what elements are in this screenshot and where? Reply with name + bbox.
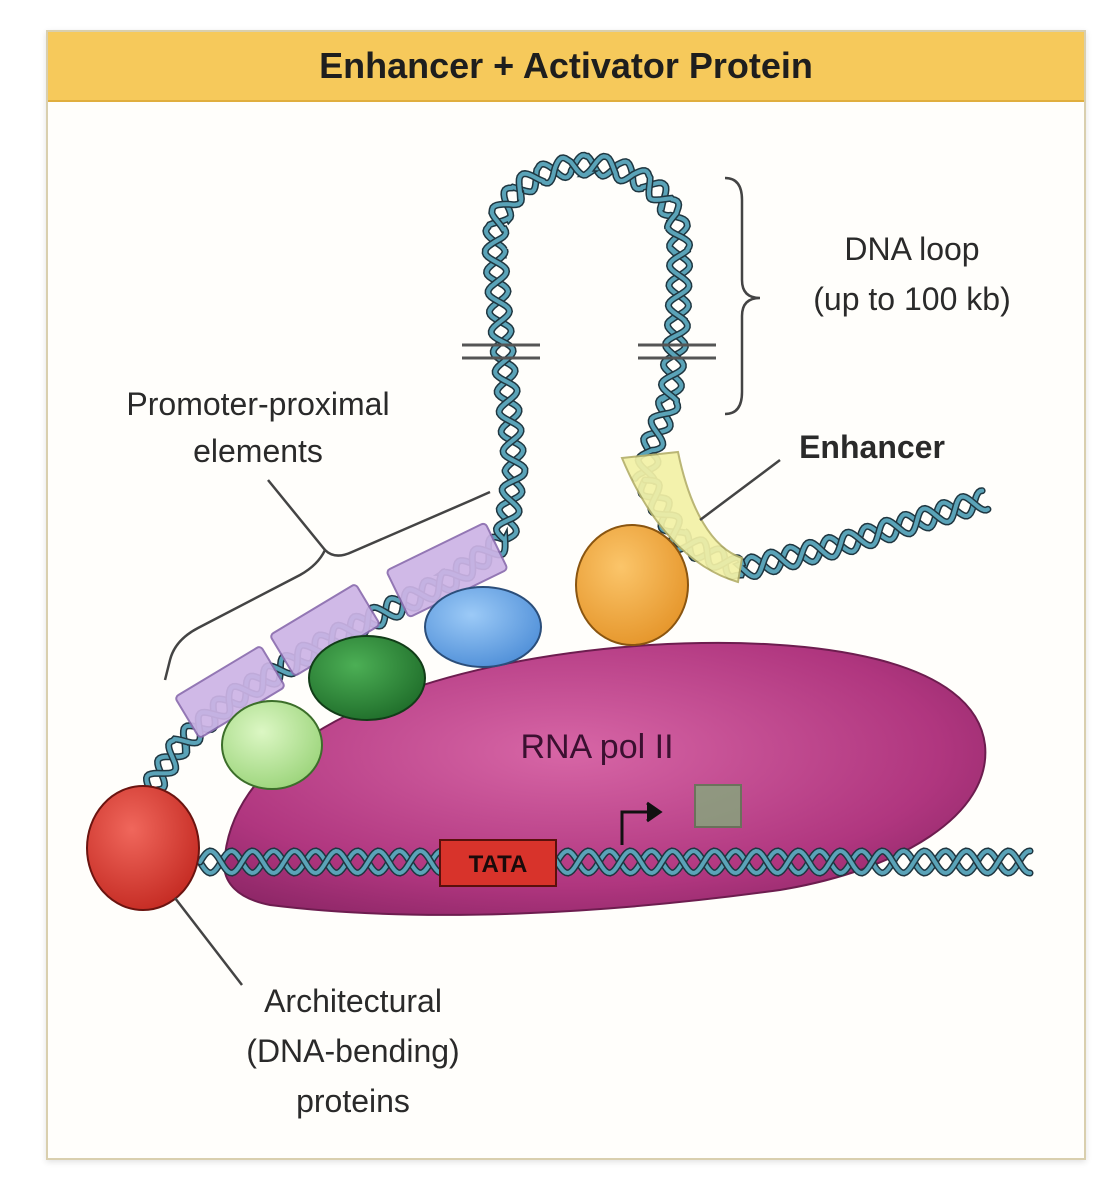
promoter-label-line1: Promoter-proximal <box>126 386 389 422</box>
rna-pol-ii-label: RNA pol II <box>520 728 673 766</box>
activator-dark-green-protein <box>308 635 426 721</box>
enhancer-leader-line <box>699 459 781 521</box>
promoter-leader-line <box>267 479 326 551</box>
dna-loop-label-line1: DNA loop <box>844 231 979 267</box>
rna-pol-ii-complex <box>223 641 987 916</box>
dna-loop-brace <box>724 176 761 416</box>
architectural-leader-line <box>174 897 243 986</box>
architectural-label-line3: proteins <box>296 1083 410 1119</box>
dna-break-marks <box>462 343 716 360</box>
promoter-label-line2: elements <box>193 433 323 469</box>
figure-panel: Enhancer + Activator Protein <box>46 30 1086 1160</box>
promoter-proximal-elements <box>175 522 508 738</box>
transcript-marker <box>694 784 742 828</box>
enhancer-label: Enhancer <box>799 429 945 465</box>
tata-label: TATA <box>469 851 528 878</box>
promoter-elements-brace <box>163 490 491 681</box>
activator-light-green-protein <box>221 700 323 790</box>
dna-strand <box>643 478 990 579</box>
dna-loop-label-line2: (up to 100 kb) <box>813 281 1010 317</box>
architectural-label-line1: Architectural <box>264 983 442 1019</box>
dna-strand <box>198 848 1032 876</box>
figure-title: Enhancer + Activator Protein <box>48 32 1084 102</box>
architectural-label-line2: (DNA-bending) <box>246 1033 459 1069</box>
activator-blue-protein <box>424 586 542 668</box>
transcription-start-arrow <box>620 801 663 845</box>
activator-orange-protein <box>575 524 689 646</box>
enhancer-element <box>620 450 744 584</box>
architectural-protein <box>86 785 200 911</box>
tata-box <box>439 839 557 887</box>
